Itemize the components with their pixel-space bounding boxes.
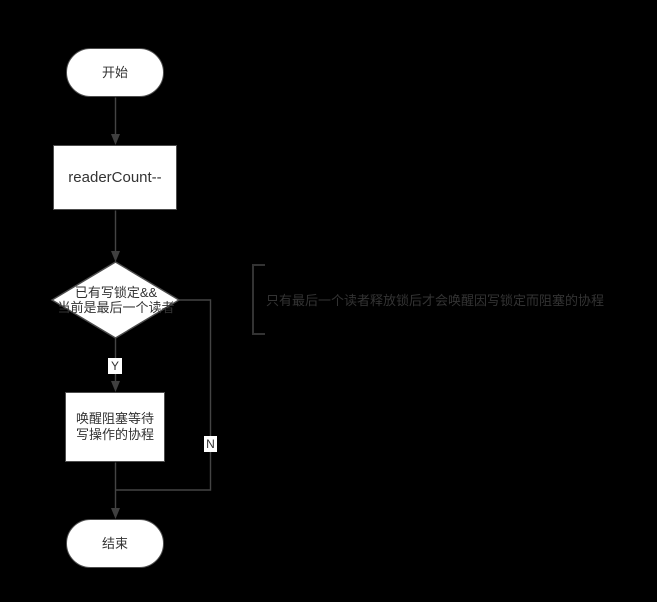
process-wake-node: 唤醒阻塞等待 写操作的协程 xyxy=(65,392,165,462)
process-decrement-label: readerCount-- xyxy=(68,168,162,186)
start-node: 开始 xyxy=(66,48,164,97)
end-node: 结束 xyxy=(66,519,164,568)
decision-node-shape xyxy=(50,261,181,339)
decision-node-label: 已有写锁定&& 当前是最后一个读者 xyxy=(57,285,174,315)
edge-wake-to-end-arrowhead xyxy=(111,508,120,519)
start-node-label: 开始 xyxy=(101,64,128,80)
edge-label-no-text: N xyxy=(206,437,215,451)
annotation-bracket-icon xyxy=(252,264,265,335)
end-node-label: 结束 xyxy=(101,535,128,551)
edge-decrement-to-decision-arrowhead xyxy=(111,251,120,262)
process-wake-label-line1: 唤醒阻塞等待 xyxy=(75,411,154,426)
edge-label-yes-text: Y xyxy=(110,359,119,373)
annotation-text: 只有最后一个读者释放锁后才会唤醒因写锁定而阻塞的协程 xyxy=(266,293,605,308)
edge-decision-to-end-no-branch xyxy=(116,299,212,491)
decision-label-line1: 已有写锁定&& xyxy=(74,285,158,300)
decision-label-line2: 当前是最后一个读者 xyxy=(57,300,175,315)
edge-label-yes: Y xyxy=(108,358,122,374)
process-wake-label-line2: 写操作的协程 xyxy=(75,427,154,442)
edge-decision-to-wake-arrowhead xyxy=(111,381,120,392)
edge-start-to-decrement-arrowhead xyxy=(111,134,120,145)
process-decrement-node: readerCount-- xyxy=(53,145,177,210)
edge-label-no: N xyxy=(204,436,217,452)
